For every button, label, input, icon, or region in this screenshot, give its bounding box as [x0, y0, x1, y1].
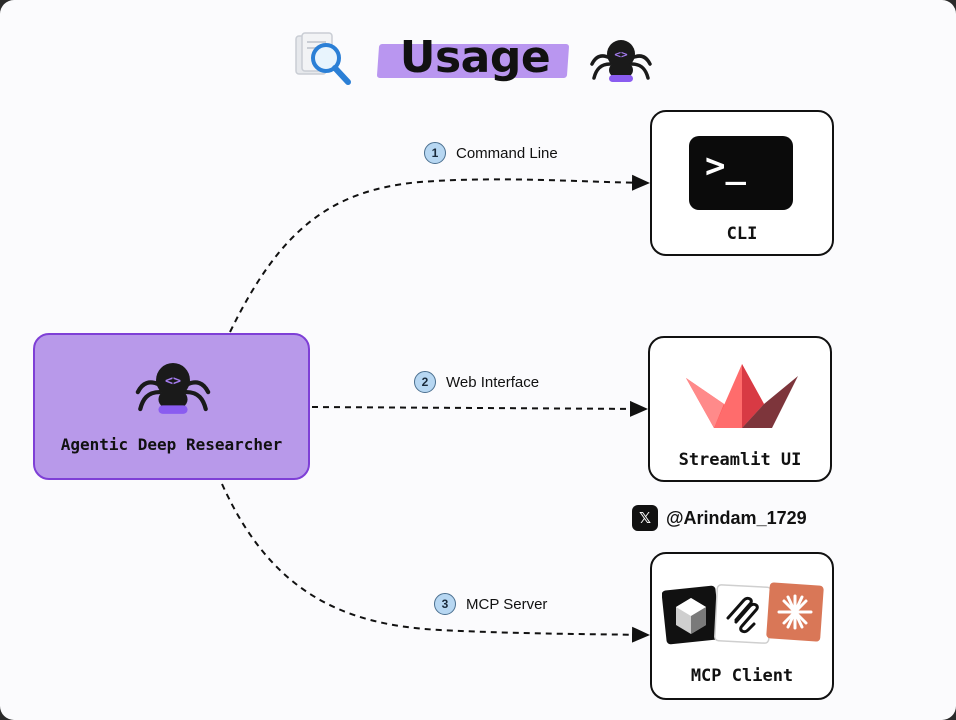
mcp-client-node: MCP Client [650, 552, 834, 700]
spider-logo-icon: <> [135, 362, 211, 414]
svg-text:<>: <> [165, 374, 181, 389]
step-number-badge: 3 [434, 593, 456, 615]
spider-logo-icon: <> [590, 40, 652, 82]
arrow-to-cli [229, 174, 650, 333]
step-number-badge: 1 [424, 142, 446, 164]
streamlit-label: Streamlit UI [678, 450, 802, 470]
step-command-line: 1 Command Line [424, 142, 558, 164]
claude-app-icon [766, 582, 824, 642]
step-label: Command Line [456, 144, 558, 162]
title-block: Usage <> [290, 30, 670, 94]
cursor-app-icon [662, 585, 721, 645]
mcp-client-app-icons [662, 582, 824, 645]
agentic-deep-researcher-node: <> Agentic Deep Researcher [33, 333, 310, 480]
author-handle[interactable]: 𝕏 @Arindam_1729 [632, 505, 807, 531]
mcp-app-icon [714, 584, 772, 644]
terminal-prompt: >_ [705, 146, 746, 186]
page-title: Usage [399, 32, 551, 83]
search-document-icon [295, 32, 351, 85]
step-label: Web Interface [446, 373, 540, 391]
center-node-label: Agentic Deep Researcher [60, 435, 283, 454]
terminal-icon: >_ [689, 136, 793, 210]
streamlit-node: Streamlit UI [648, 336, 832, 482]
x-logo-icon: 𝕏 [632, 505, 658, 531]
step-mcp-server: 3 MCP Server [434, 593, 547, 615]
step-web-interface: 2 Web Interface [414, 371, 539, 393]
svg-text:<>: <> [614, 48, 628, 61]
arrow-to-mcp [221, 483, 650, 643]
cli-node: >_ CLI [650, 110, 834, 256]
step-number-badge: 2 [414, 371, 436, 393]
arrow-to-streamlit [311, 400, 648, 417]
step-label: MCP Server [466, 595, 548, 613]
mcp-client-label: MCP Client [690, 666, 794, 686]
cli-label: CLI [726, 224, 758, 244]
handle-text: @Arindam_1729 [666, 507, 807, 528]
streamlit-logo-icon [686, 364, 798, 428]
